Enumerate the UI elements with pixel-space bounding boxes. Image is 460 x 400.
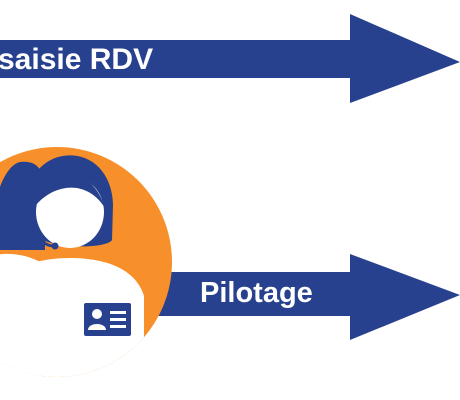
- top-arrow: [0, 14, 460, 103]
- bottom-arrow-label: Pilotage: [200, 277, 313, 309]
- bottom-arrow: [150, 254, 460, 340]
- call-center-agents-icon: [0, 147, 172, 377]
- agent-front: [0, 155, 144, 377]
- id-badge-icon: [84, 303, 131, 336]
- top-arrow-label: saisie RDV: [0, 43, 154, 76]
